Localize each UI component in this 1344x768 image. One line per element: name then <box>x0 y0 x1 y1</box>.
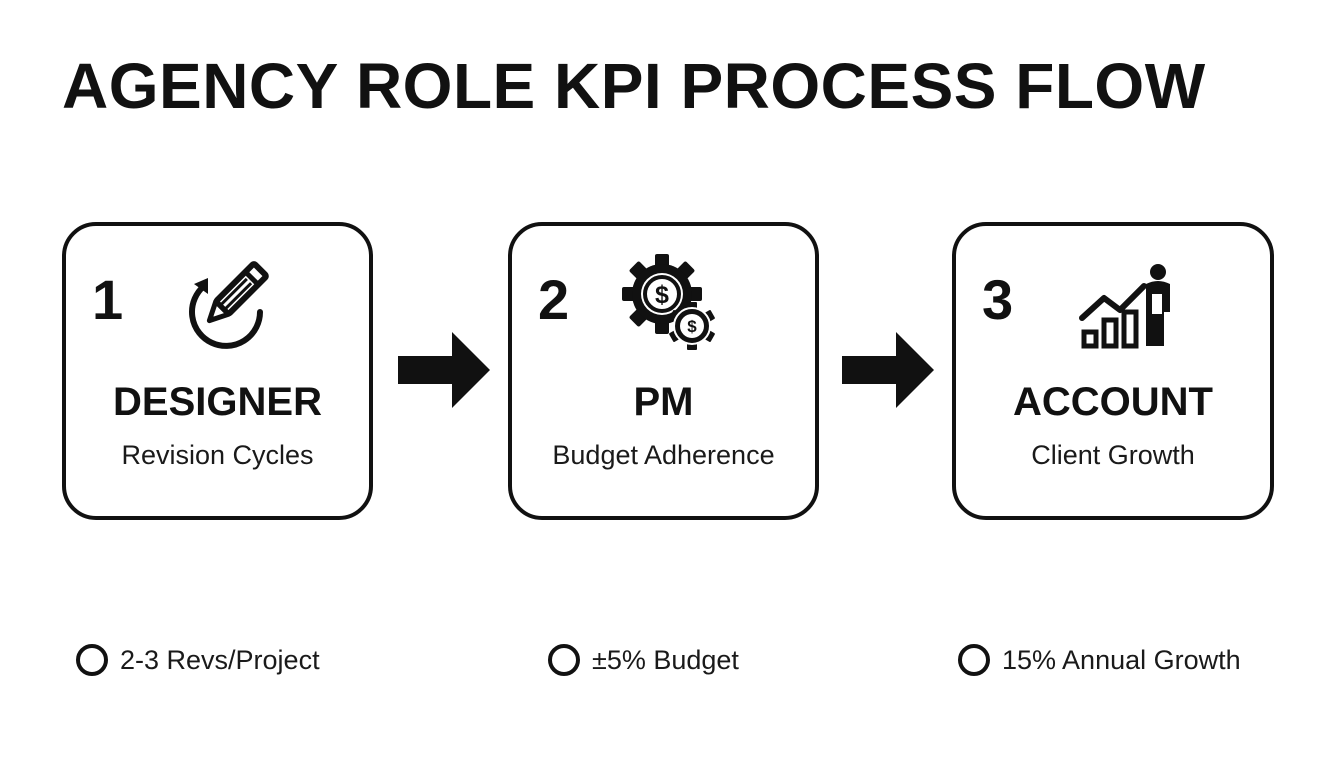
target-item-designer: 2-3 Revs/Project <box>76 640 320 680</box>
kpi-name: Client Growth <box>1031 440 1195 470</box>
page-title: AGENCY ROLE KPI PROCESS FLOW <box>62 50 1206 122</box>
role-name: DESIGNER <box>113 380 322 424</box>
role-name: ACCOUNT <box>1013 380 1213 424</box>
target-item-account: 15% Annual Growth <box>958 640 1241 680</box>
circle-marker-icon <box>76 644 108 676</box>
target-label: 15% Annual Growth <box>1002 645 1241 675</box>
svg-text:$: $ <box>655 281 669 309</box>
kpi-name: Budget Adherence <box>552 440 775 470</box>
step-card-designer: 1 DESIGNER Revision Cycles <box>62 222 373 520</box>
svg-text:$: $ <box>687 317 697 336</box>
step-card-account: 3 ACCOUNT Client Growth <box>952 222 1274 520</box>
step-number: 3 <box>982 268 1014 331</box>
growth-chart-person-icon <box>1074 254 1174 354</box>
right-arrow-icon <box>398 332 490 408</box>
target-label: ±5% Budget <box>592 645 739 675</box>
step-card-pm: 2 $ <box>508 222 819 520</box>
target-item-pm: ±5% Budget <box>548 640 739 680</box>
dollar-gears-icon: $ $ <box>620 254 720 354</box>
kpi-name: Revision Cycles <box>121 440 314 470</box>
circle-marker-icon <box>958 644 990 676</box>
target-label: 2-3 Revs/Project <box>120 645 320 675</box>
right-arrow-icon <box>842 332 934 408</box>
role-name: PM <box>633 380 694 424</box>
step-number: 1 <box>92 268 124 331</box>
circle-marker-icon <box>548 644 580 676</box>
pencil-revision-icon <box>174 254 274 354</box>
step-number: 2 <box>538 268 570 331</box>
